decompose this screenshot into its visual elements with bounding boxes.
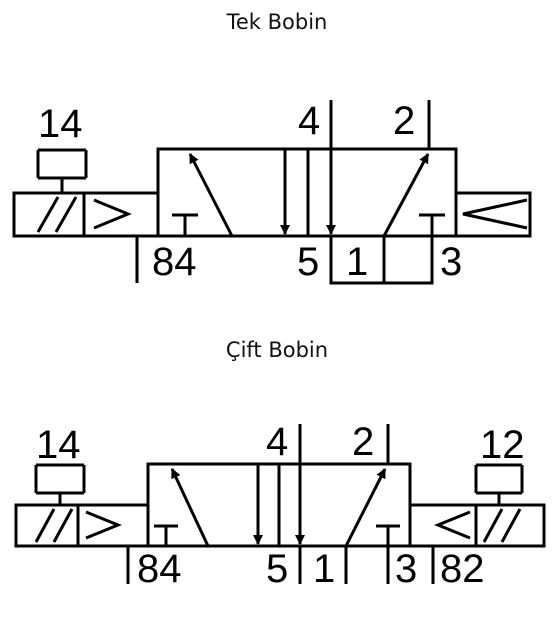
double-right-blocked-port-icon <box>376 524 400 546</box>
double-left-manual-override-icon <box>34 463 86 505</box>
single-solenoid-valve: 14 4 2 84 5 1 <box>12 99 532 285</box>
double-port-82-label: 82 <box>440 547 485 591</box>
single-port-14-label: 14 <box>38 102 83 146</box>
double-port-1-label: 1 <box>313 547 335 591</box>
double-port-2-label: 2 <box>352 420 374 464</box>
double-port-3-label: 3 <box>395 547 417 591</box>
single-port-2-label: 2 <box>393 99 415 143</box>
double-port-4-label: 4 <box>266 420 288 464</box>
single-left-blocked-port-icon <box>172 213 198 236</box>
double-right-solenoid-coil-icon <box>408 503 546 548</box>
double-solenoid-valve: 14 <box>14 420 546 591</box>
single-flow-arrow-left-diag <box>188 153 234 237</box>
double-left-solenoid-coil-icon <box>14 503 150 548</box>
double-flow-arrow-right-diag <box>344 468 387 547</box>
single-port-3-label: 3 <box>440 240 462 284</box>
double-left-blocked-port-icon <box>154 524 178 546</box>
double-right-manual-override-icon <box>474 463 524 505</box>
single-exhaust-lines <box>329 236 434 285</box>
single-port-1-label: 1 <box>346 240 368 284</box>
single-port-4-label: 4 <box>298 99 320 143</box>
double-port-84-label: 84 <box>137 547 182 591</box>
double-port-5-label: 5 <box>266 547 288 591</box>
double-flow-arrow-left-diag <box>170 468 210 547</box>
single-spring-return-icon <box>454 191 532 238</box>
single-port-5-label: 5 <box>297 240 319 284</box>
double-port-12-label: 12 <box>480 423 525 467</box>
double-port-14-label: 14 <box>36 423 81 467</box>
single-flow-arrow-right-diag <box>382 153 430 237</box>
single-port-84-label: 84 <box>152 240 197 284</box>
single-right-blocked-port-icon <box>419 213 445 236</box>
title-single-solenoid: Tek Bobin <box>226 10 328 34</box>
title-double-solenoid: Çift Bobin <box>225 338 329 362</box>
single-manual-override-icon <box>36 148 88 193</box>
single-solenoid-coil-icon <box>12 191 160 238</box>
